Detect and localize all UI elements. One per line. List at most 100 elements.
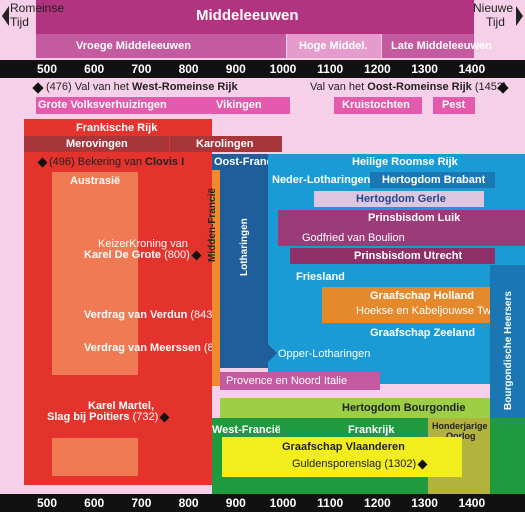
top-axis: [0, 60, 525, 78]
merovingian-band: [24, 136, 169, 152]
golden-spurs-label: Guldensporenslag (1302): [292, 458, 417, 470]
page-title: Middeleeuwen: [196, 7, 299, 24]
bottom-axis: [0, 494, 525, 512]
west-roman-fall-date: (476) Val van het: [46, 81, 133, 93]
lotharingia-label: Lotharingen: [239, 218, 250, 276]
right-arrow-icon: [516, 6, 523, 26]
east-francia-band: [212, 154, 284, 170]
east-roman-fall-prefix: Val van het: [310, 81, 368, 93]
holland-region: [322, 287, 500, 323]
hundred-years-war-label-1: Honderjarige: [432, 421, 488, 431]
west-roman-fall-name: West-Romeinse Rijk: [132, 81, 238, 93]
france-label: Frankrijk: [348, 424, 395, 436]
lotharingia-region: [220, 168, 268, 368]
early-period-band: [36, 34, 286, 58]
upper-lotharingia-region: [268, 344, 490, 366]
diamond-icon: [417, 459, 428, 470]
modern-era-label-1: Nieuwe: [473, 1, 514, 15]
vikings-label: Vikingen: [216, 99, 262, 111]
upper-lotharingia-label: Opper-Lotharingen: [278, 348, 371, 360]
merovingian-label: Merovingen: [66, 138, 128, 150]
west-francia-label: West-Francië: [212, 424, 281, 436]
east-roman-fall-event: Val van het Oost-Romeinse Rijk (1453): [310, 81, 507, 94]
martel-date: (732): [129, 411, 159, 423]
west-roman-fall-event: (476) Val van het West-Romeinse Rijk: [46, 81, 238, 94]
medieval-band: [36, 0, 474, 34]
top-axis-tick-1000: 1000: [269, 62, 297, 76]
meerssen-name: Verdrag van Meerssen: [84, 342, 201, 354]
west-roman-fall-marker: [32, 82, 44, 94]
vikings-band: [200, 97, 290, 114]
plague-band: [433, 97, 475, 114]
diamond-icon: [37, 157, 48, 168]
clovis-event: (496) Bekering van Clovis I: [36, 156, 184, 169]
lower-lotharingia-label: Neder-Lotharingen: [272, 174, 371, 186]
bottom-axis-tick-700: 700: [131, 496, 152, 510]
golden-spurs-event: Guldensporenslag (1302): [292, 458, 429, 471]
top-axis-tick-600: 600: [84, 62, 105, 76]
bottom-axis-tick-1000: 1000: [269, 496, 297, 510]
verdun-name: Verdrag van Verdun: [84, 309, 188, 321]
middle-francia-label: Midden-Francië: [207, 188, 218, 262]
early-period-label: Vroege Middeleeuwen: [76, 40, 191, 52]
utrecht-band: [290, 248, 495, 264]
utrecht-label: Prinsbisdom Utrecht: [354, 250, 463, 262]
diamond-icon: [159, 412, 170, 423]
clovis-name: Clovis I: [145, 156, 185, 168]
verdun-date: (843): [187, 309, 217, 321]
frankish-title: Frankische Rijk: [76, 122, 158, 134]
top-axis-tick-500: 500: [36, 62, 58, 76]
left-arrow-icon: [2, 6, 9, 26]
migrations-band: [36, 97, 216, 114]
crusades-band: [334, 97, 422, 114]
plague-label: Pest: [442, 99, 466, 111]
top-axis-tick-1100: 1100: [317, 62, 344, 76]
bottom-axis-tick-1200: 1200: [364, 496, 391, 510]
austrasia-label: Austrasië: [70, 175, 121, 187]
roman-era-label-2: Tijd: [10, 15, 29, 29]
coronation-line1: KeizerKroning van: [98, 238, 188, 250]
top-axis-tick-1300: 1300: [411, 62, 438, 76]
verdun-event: Verdrag van Verdun (843): [84, 309, 229, 322]
carolingian-band: [170, 136, 282, 152]
coronation-date: (800): [161, 249, 190, 261]
migrations-label: Grote Volksverhuizingen: [38, 99, 167, 111]
middle-francia-strip: [212, 168, 220, 386]
flanders-region: [222, 437, 462, 477]
bottom-axis-tick-500: 500: [36, 496, 58, 510]
coronation-name: Karel De Grote: [84, 249, 162, 261]
top-axis-tick-1400: 1400: [458, 62, 486, 76]
bottom-axis-tick-600: 600: [84, 496, 105, 510]
brabant-label: Hertogdom Brabant: [382, 174, 486, 186]
top-axis-tick-1200: 1200: [364, 62, 391, 76]
late-period-band: [382, 34, 474, 58]
bottom-axis-tick-1300: 1300: [411, 496, 438, 510]
burgundian-rulers-label: Bourgondische Heersers: [503, 291, 514, 410]
gelre-label: Hertogdom Gerle: [356, 193, 446, 205]
liege-label: Prinsbisdom Luik: [368, 212, 461, 224]
clovis-date: (496) Bekering van: [49, 156, 145, 168]
modern-era-label-2: Tijd: [486, 15, 505, 29]
east-roman-fall-name: Oost-Romeinse Rijk: [367, 81, 472, 93]
high-period-label: Hoge Middel.: [299, 40, 368, 52]
diamond-icon: [191, 250, 202, 261]
bottom-axis-tick-1400: 1400: [458, 496, 486, 510]
late-period-label: Late Middeleeuwen: [391, 40, 492, 52]
gelre-band: [314, 191, 484, 207]
burgundy-duchy-label: Hertogdom Bourgondie: [342, 402, 466, 414]
liege-region: [278, 210, 525, 246]
friesland-label: Friesland: [296, 271, 345, 283]
provence-band: [220, 372, 380, 390]
top-axis-tick-800: 800: [178, 62, 199, 76]
bottom-axis-tick-1100: 1100: [317, 496, 344, 510]
high-period-band: [287, 34, 381, 58]
coronation-event: Karel De Grote (800): [84, 249, 203, 262]
top-axis-tick-700: 700: [131, 62, 152, 76]
hooks-cods-label: Hoekse en Kabeljouwse Twisten: [356, 305, 515, 317]
austrasia-region: [52, 172, 138, 375]
top-axis-tick-900: 900: [225, 62, 246, 76]
zeeland-label: Graafschap Zeeland: [370, 327, 476, 339]
bouillon-label: Godfried van Boulion: [302, 232, 405, 244]
crusades-label: Kruistochten: [342, 99, 410, 111]
